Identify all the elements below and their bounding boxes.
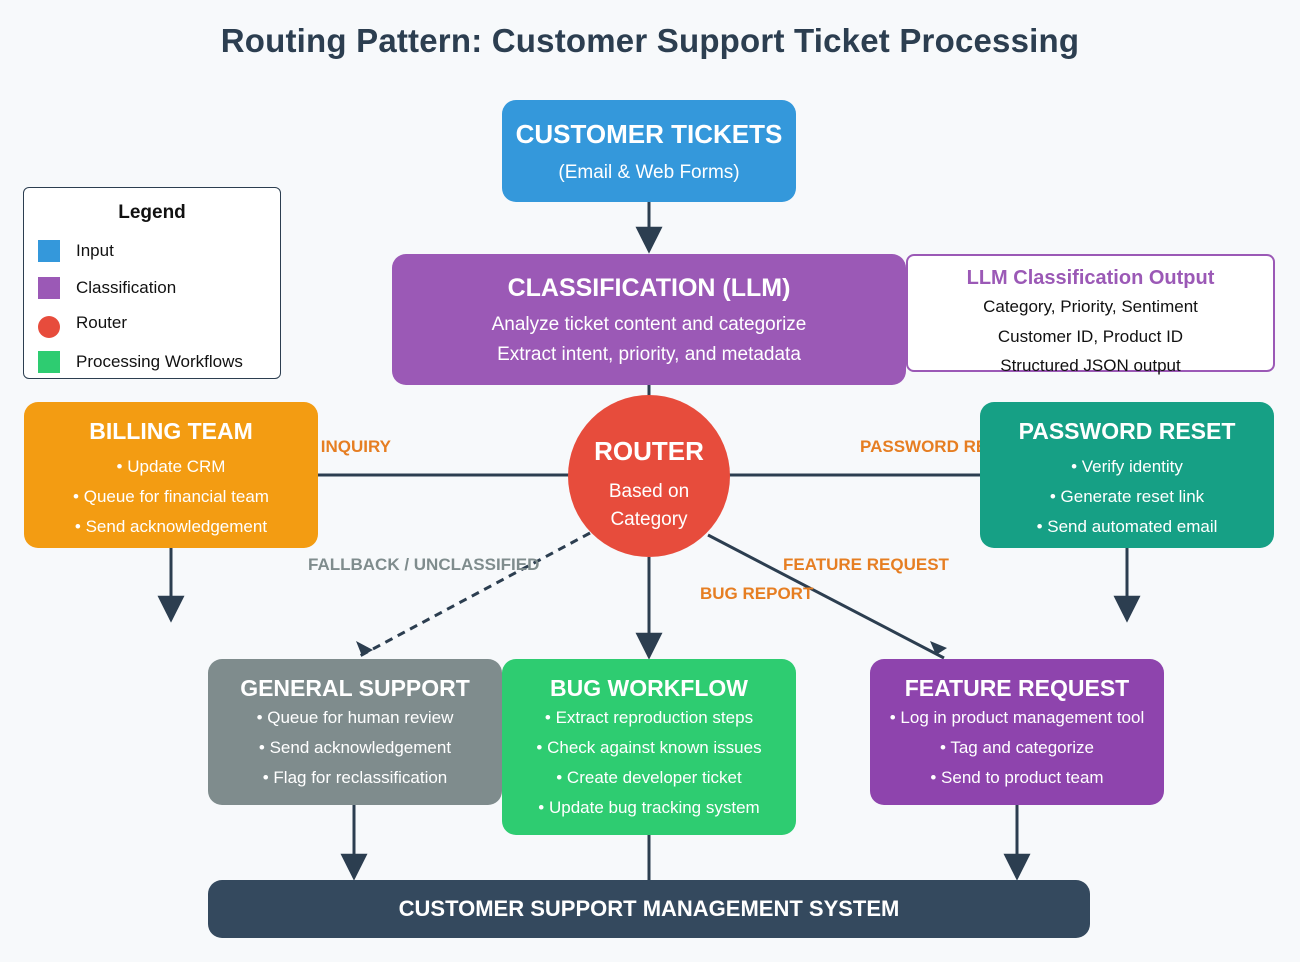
legend-label: Processing Workflows — [76, 352, 243, 371]
note-title: LLM Classification Output — [966, 267, 1215, 289]
edge-router-to-feature — [707, 533, 945, 660]
legend: Legend Input Classification Router Proce… — [23, 187, 281, 379]
node-item: • Flag for reclassification — [262, 768, 448, 787]
arrowhead-feature — [930, 641, 947, 655]
router-title: ROUTER — [594, 436, 704, 466]
node-line: Extract intent, priority, and metadata — [497, 344, 801, 365]
arrowhead-general — [356, 641, 373, 656]
node-item: • Log in product management tool — [889, 708, 1145, 727]
classification-swatch-icon — [38, 277, 60, 299]
node-router: ROUTER Based on Category — [568, 395, 730, 557]
diagram-title: Routing Pattern: Customer Support Ticket… — [220, 22, 1080, 59]
node-title: BILLING TEAM — [89, 418, 253, 444]
node-title: BUG WORKFLOW — [549, 675, 748, 701]
node-item: • Send acknowledgement — [74, 517, 268, 536]
node-title: PASSWORD RESET — [1018, 418, 1236, 444]
node-title: CUSTOMER TICKETS — [515, 119, 783, 149]
legend-label: Router — [76, 313, 128, 332]
node-item: • Queue for human review — [256, 708, 454, 727]
node-item: • Extract reproduction steps — [544, 708, 754, 727]
node-item: • Generate reset link — [1049, 487, 1205, 506]
legend-title: Legend — [118, 202, 186, 223]
legend-label: Classification — [76, 278, 177, 297]
node-billing-team: BILLING TEAM • Update CRM • Queue for fi… — [24, 402, 318, 548]
node-item: • Update CRM — [116, 457, 226, 476]
legend-item-classification: Classification — [38, 276, 176, 300]
input-swatch-icon — [38, 240, 60, 262]
node-general-support: GENERAL SUPPORT • Queue for human review… — [208, 659, 502, 805]
node-item: • Update bug tracking system — [538, 798, 760, 817]
node-title: GENERAL SUPPORT — [240, 675, 470, 701]
node-bug-workflow: BUG WORKFLOW • Extract reproduction step… — [502, 659, 796, 835]
edge-label-feature: FEATURE REQUEST — [783, 555, 949, 574]
router-swatch-icon — [38, 316, 60, 338]
node-item: • Check against known issues — [536, 738, 762, 757]
legend-item-input: Input — [38, 239, 114, 263]
node-customer-tickets: CUSTOMER TICKETS (Email & Web Forms) — [502, 100, 796, 202]
node-item: • Send to product team — [930, 768, 1104, 787]
node-item: • Verify identity — [1071, 457, 1183, 476]
edge-router-to-general-fallback — [355, 531, 591, 660]
note-line: Customer ID, Product ID — [997, 326, 1184, 346]
legend-item-router: Router — [38, 313, 128, 339]
note-line: Structured JSON output — [1000, 356, 1181, 375]
node-item: • Send automated email — [1036, 517, 1218, 536]
node-item: • Queue for financial team — [73, 487, 269, 506]
node-subtitle: (Email & Web Forms) — [558, 162, 740, 183]
router-line: Category — [610, 509, 688, 530]
legend-label: Input — [76, 241, 114, 260]
node-title: FEATURE REQUEST — [904, 675, 1130, 701]
node-item: • Create developer ticket — [556, 768, 742, 787]
legend-item-processing: Processing Workflows — [38, 350, 243, 374]
node-item: • Tag and categorize — [939, 738, 1095, 757]
note-line: Category, Priority, Sentiment — [983, 297, 1198, 316]
classification-output-note: LLM Classification Output Category, Prio… — [906, 254, 1275, 375]
node-feature-request: FEATURE REQUEST • Log in product managem… — [870, 659, 1164, 805]
processing-swatch-icon — [38, 351, 60, 373]
node-support-management-system: CUSTOMER SUPPORT MANAGEMENT SYSTEM — [208, 880, 1090, 938]
node-title: CUSTOMER SUPPORT MANAGEMENT SYSTEM — [398, 896, 900, 921]
node-line: Analyze ticket content and categorize — [491, 314, 807, 335]
edge-label-fallback: FALLBACK / UNCLASSIFIED — [308, 555, 540, 574]
node-item: • Send acknowledgement — [258, 738, 452, 757]
node-password-reset: PASSWORD RESET • Verify identity • Gener… — [980, 402, 1274, 548]
node-classification: CLASSIFICATION (LLM) Analyze ticket cont… — [392, 254, 906, 385]
router-line: Based on — [608, 481, 690, 502]
node-title: CLASSIFICATION (LLM) — [507, 274, 791, 302]
edge-label-bug: BUG REPORT — [700, 584, 814, 603]
